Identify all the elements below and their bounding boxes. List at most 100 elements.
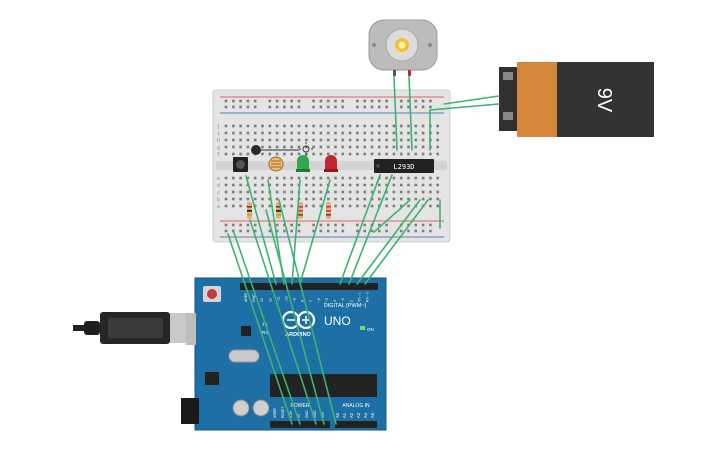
breadboard-hole[interactable] xyxy=(275,131,279,135)
breadboard-hole[interactable] xyxy=(341,138,345,142)
breadboard-hole[interactable] xyxy=(326,124,330,128)
breadboard-hole[interactable] xyxy=(326,190,330,194)
breadboard-hole[interactable] xyxy=(385,138,388,142)
breadboard-hole[interactable] xyxy=(392,124,396,128)
breadboard-hole[interactable] xyxy=(224,138,228,142)
breadboard-hole[interactable] xyxy=(421,145,425,149)
breadboard-hole[interactable] xyxy=(363,152,366,156)
driver-chip[interactable]: L293D xyxy=(374,159,434,173)
breadboard-hole[interactable] xyxy=(436,145,439,149)
breadboard-hole[interactable] xyxy=(319,131,323,135)
breadboard-hole[interactable] xyxy=(305,138,308,142)
breadboard-hole[interactable] xyxy=(407,197,410,201)
breadboard-hole[interactable] xyxy=(283,152,286,156)
breadboard-hole[interactable] xyxy=(399,176,403,180)
breadboard-hole[interactable] xyxy=(290,190,293,194)
breadboard-hole[interactable] xyxy=(356,145,359,149)
breadboard-hole[interactable] xyxy=(385,105,388,109)
breadboard-hole[interactable] xyxy=(356,152,359,156)
breadboard-hole[interactable] xyxy=(429,152,432,156)
breadboard-hole[interactable] xyxy=(378,131,381,135)
breadboard-hole[interactable] xyxy=(275,176,279,180)
breadboard-hole[interactable] xyxy=(385,145,388,149)
breadboard-hole[interactable] xyxy=(297,138,301,142)
breadboard-hole[interactable] xyxy=(319,145,323,149)
breadboard-hole[interactable] xyxy=(363,99,366,103)
breadboard-hole[interactable] xyxy=(261,190,264,194)
breadboard-hole[interactable] xyxy=(239,223,242,227)
breadboard-hole[interactable] xyxy=(275,190,279,194)
breadboard-hole[interactable] xyxy=(399,152,403,156)
breadboard-hole[interactable] xyxy=(297,176,301,180)
breadboard-hole[interactable] xyxy=(363,204,366,208)
breadboard-hole[interactable] xyxy=(246,223,250,227)
breadboard-hole[interactable] xyxy=(363,124,366,128)
breadboard-hole[interactable] xyxy=(253,183,257,187)
breadboard-hole[interactable] xyxy=(363,176,366,180)
breadboard-hole[interactable] xyxy=(348,145,352,149)
breadboard-hole[interactable] xyxy=(414,190,418,194)
breadboard-hole[interactable] xyxy=(414,99,418,103)
breadboard-hole[interactable] xyxy=(232,145,235,149)
breadboard-hole[interactable] xyxy=(312,223,315,227)
breadboard-hole[interactable] xyxy=(224,229,228,233)
breadboard-hole[interactable] xyxy=(268,229,272,233)
breadboard-hole[interactable] xyxy=(334,176,337,180)
breadboard-hole[interactable] xyxy=(297,229,301,233)
breadboard-hole[interactable] xyxy=(268,145,272,149)
breadboard-hole[interactable] xyxy=(356,190,359,194)
breadboard-hole[interactable] xyxy=(421,138,425,142)
breadboard-hole[interactable] xyxy=(392,190,396,194)
breadboard-hole[interactable] xyxy=(253,223,257,227)
breadboard-hole[interactable] xyxy=(334,138,337,142)
breadboard-hole[interactable] xyxy=(407,204,410,208)
breadboard-hole[interactable] xyxy=(239,204,242,208)
breadboard-hole[interactable] xyxy=(429,223,432,227)
breadboard-hole[interactable] xyxy=(385,197,388,201)
breadboard-hole[interactable] xyxy=(348,138,352,142)
breadboard-hole[interactable] xyxy=(283,99,286,103)
breadboard-hole[interactable] xyxy=(290,183,293,187)
breadboard-hole[interactable] xyxy=(341,176,345,180)
breadboard-hole[interactable] xyxy=(348,152,352,156)
breadboard-hole[interactable] xyxy=(290,131,293,135)
breadboard-hole[interactable] xyxy=(305,197,308,201)
breadboard-hole[interactable] xyxy=(334,204,337,208)
breadboard-hole[interactable] xyxy=(224,223,228,227)
breadboard-hole[interactable] xyxy=(356,131,359,135)
breadboard-hole[interactable] xyxy=(224,183,228,187)
breadboard-hole[interactable] xyxy=(421,124,425,128)
breadboard-hole[interactable] xyxy=(385,223,388,227)
breadboard-hole[interactable] xyxy=(429,190,432,194)
battery-9v[interactable]: 9V xyxy=(499,62,654,137)
breadboard-hole[interactable] xyxy=(283,124,286,128)
breadboard-hole[interactable] xyxy=(429,183,432,187)
breadboard-hole[interactable] xyxy=(378,138,381,142)
breadboard-hole[interactable] xyxy=(326,99,330,103)
breadboard-hole[interactable] xyxy=(326,105,330,109)
breadboard-hole[interactable] xyxy=(421,197,425,201)
breadboard-hole[interactable] xyxy=(239,190,242,194)
breadboard-hole[interactable] xyxy=(275,138,279,142)
breadboard-hole[interactable] xyxy=(363,197,366,201)
breadboard-hole[interactable] xyxy=(399,131,403,135)
breadboard-hole[interactable] xyxy=(239,197,242,201)
breadboard-hole[interactable] xyxy=(436,197,439,201)
red-led[interactable] xyxy=(324,155,338,172)
breadboard-hole[interactable] xyxy=(246,176,250,180)
breadboard-hole[interactable] xyxy=(348,124,352,128)
breadboard-hole[interactable] xyxy=(326,229,330,233)
breadboard-hole[interactable] xyxy=(261,145,264,149)
breadboard-hole[interactable] xyxy=(392,176,396,180)
breadboard-hole[interactable] xyxy=(283,223,286,227)
breadboard-hole[interactable] xyxy=(239,152,242,156)
breadboard-hole[interactable] xyxy=(305,204,308,208)
breadboard-hole[interactable] xyxy=(275,99,279,103)
breadboard-hole[interactable] xyxy=(246,105,250,109)
breadboard-hole[interactable] xyxy=(378,145,381,149)
breadboard-hole[interactable] xyxy=(356,229,359,233)
breadboard-hole[interactable] xyxy=(421,223,425,227)
breadboard-hole[interactable] xyxy=(290,176,293,180)
breadboard-hole[interactable] xyxy=(334,124,337,128)
breadboard-hole[interactable] xyxy=(334,105,337,109)
